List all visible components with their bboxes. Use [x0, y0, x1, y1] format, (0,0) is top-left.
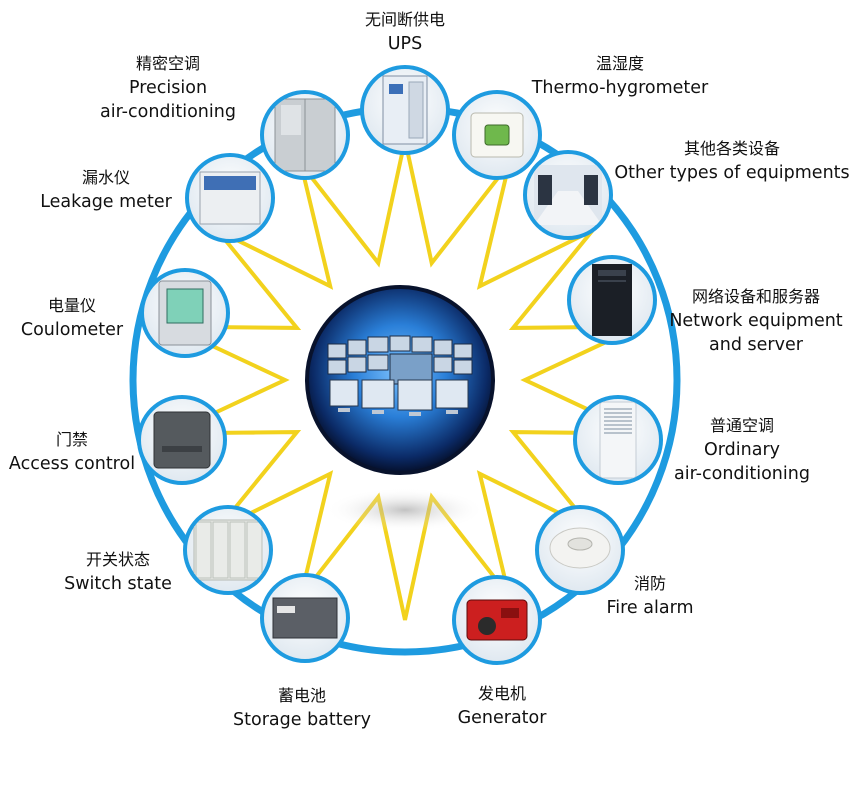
label-zh: 精密空调 [135, 54, 200, 73]
smoke-detector-icon [535, 505, 625, 595]
access-controller-icon [137, 395, 227, 485]
label-thermo: 温湿度 Thermo-hygrometer [520, 52, 720, 100]
label-zh: 电量仪 [47, 296, 96, 315]
label-ups: 无间断供电 UPS [335, 8, 475, 56]
power-meter-icon [140, 268, 230, 358]
label-en: Ordinary [704, 440, 780, 460]
label-other: 其他各类设备 Other types of equipments [607, 137, 856, 185]
label-zh: 普通空调 [709, 416, 774, 435]
label-coulometer: 电量仪 Coulometer [7, 294, 137, 342]
label-en-line2: air-conditioning [100, 102, 236, 122]
precision-ac-cabinet-icon [260, 90, 350, 180]
label-access: 门禁 Access control [0, 428, 147, 476]
ups-cabinet-icon [360, 65, 450, 155]
label-en: Storage battery [233, 710, 371, 730]
label-fire: 消防 Fire alarm [595, 572, 705, 620]
label-en: Other types of equipments [614, 163, 850, 183]
label-en: Generator [457, 708, 547, 728]
label-en: UPS [387, 34, 423, 54]
label-zh: 温湿度 [595, 54, 644, 73]
label-en: Thermo-hygrometer [531, 78, 709, 98]
label-en: Switch state [64, 574, 172, 594]
monitoring-wall-icon [305, 285, 495, 475]
label-ordinary_ac: 普通空调 Ordinary air-conditioning [652, 414, 832, 486]
label-en: Network equipment [669, 311, 843, 331]
label-en: Precision [128, 78, 208, 98]
label-en: Coulometer [20, 320, 124, 340]
label-zh: 发电机 [477, 684, 526, 703]
floor-air-conditioner-icon [573, 395, 663, 485]
label-zh: 门禁 [55, 430, 88, 449]
leakage-detector-icon [185, 153, 275, 243]
label-generator: 发电机 Generator [437, 682, 567, 730]
label-en: Access control [8, 454, 136, 474]
label-en: Fire alarm [606, 598, 694, 618]
label-zh: 网络设备和服务器 [691, 287, 820, 306]
label-battery: 蓄电池 Storage battery [217, 684, 387, 732]
server-rack-icon [567, 255, 657, 345]
label-switch: 开关状态 Switch state [48, 548, 188, 596]
label-zh: 开关状态 [85, 550, 150, 569]
label-zh: 其他各类设备 [683, 139, 780, 158]
label-network: 网络设备和服务器 Network equipment and server [656, 285, 856, 357]
server-room-icon [523, 150, 613, 240]
label-precision_ac: 精密空调 Precision air-conditioning [78, 52, 258, 124]
label-en-line2: and server [709, 335, 803, 355]
switch-cabinet-icon [183, 505, 273, 595]
center-shadow [325, 488, 485, 532]
label-zh: 漏水仪 [81, 168, 130, 187]
label-leakage: 漏水仪 Leakage meter [31, 166, 181, 214]
label-zh: 消防 [633, 574, 666, 593]
thermo-hygrometer-icon [452, 90, 542, 180]
label-en: Leakage meter [40, 192, 172, 212]
label-en-line2: air-conditioning [674, 464, 810, 484]
label-zh: 无间断供电 [364, 10, 445, 29]
generator-icon [452, 575, 542, 665]
battery-icon [260, 573, 350, 663]
label-zh: 蓄电池 [277, 686, 326, 705]
